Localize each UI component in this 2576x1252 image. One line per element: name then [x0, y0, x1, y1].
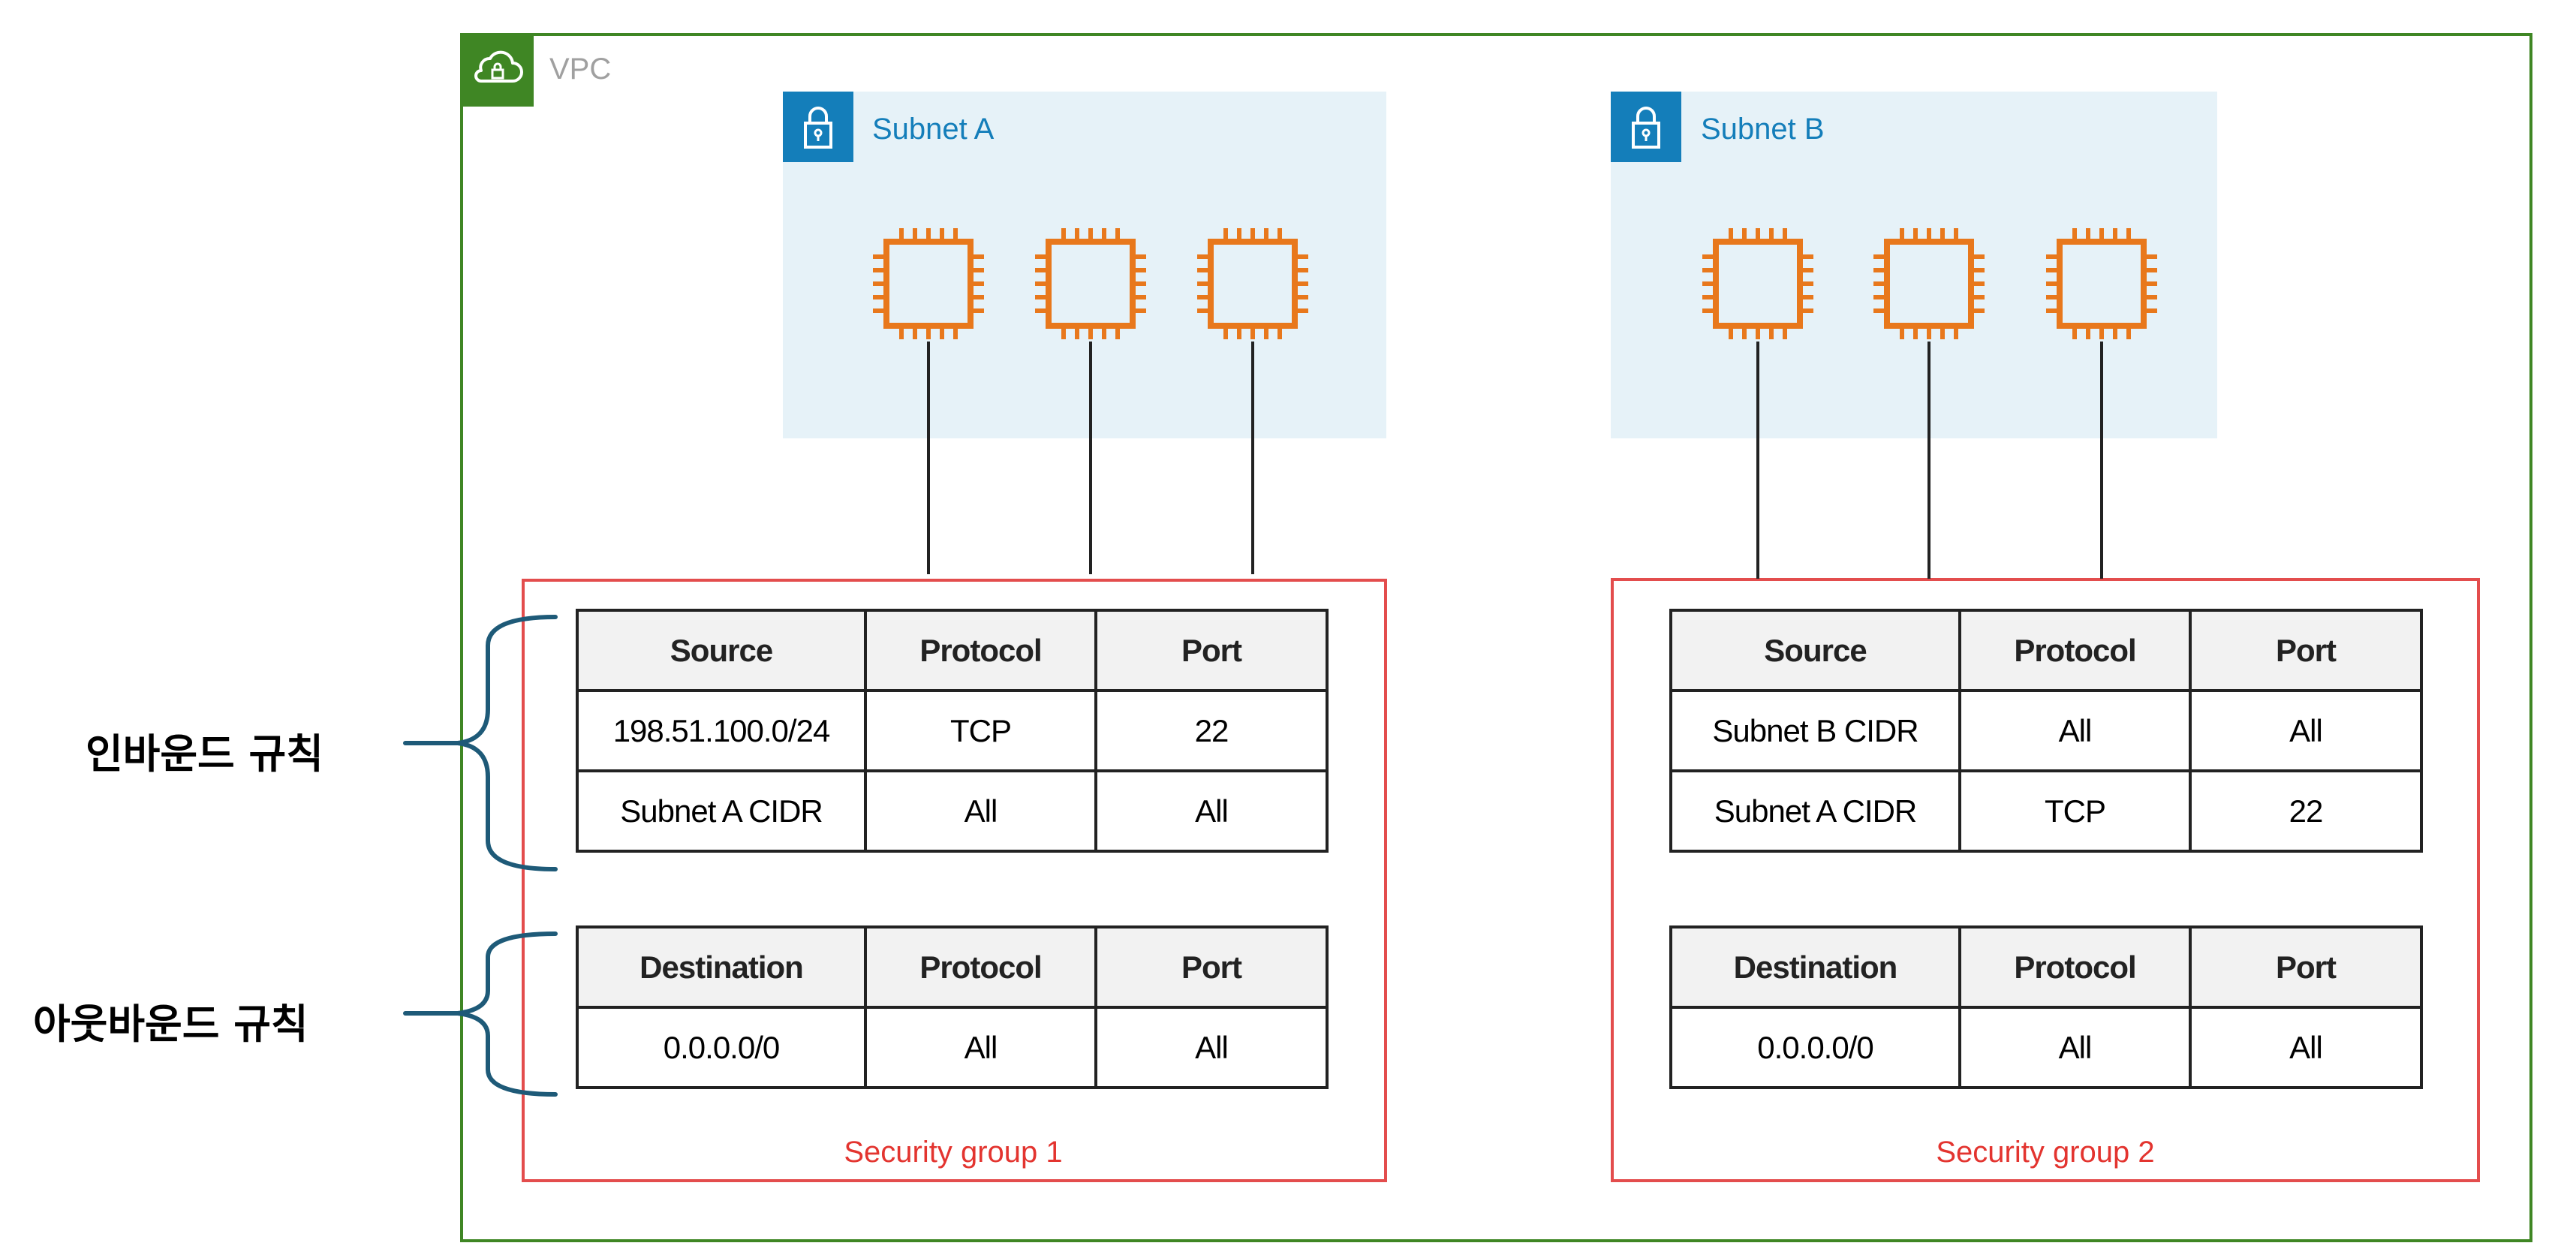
header-destination: Destination — [576, 925, 867, 1009]
security-group-2 — [1611, 578, 2480, 1182]
vpc-label: VPC — [549, 53, 612, 86]
header-protocol: Protocol — [1958, 925, 2192, 1009]
vpc-badge — [460, 33, 534, 107]
table-row: 0.0.0.0/0 All All — [1669, 1006, 2423, 1089]
cell-protocol: TCP — [864, 689, 1097, 772]
table-header-row: Destination Protocol Port — [576, 925, 1329, 1009]
cell-port: All — [2189, 1006, 2423, 1089]
cell-protocol: TCP — [1958, 769, 2192, 853]
ec2-instance-chip-icon — [1702, 228, 1813, 339]
subnet-b-badge — [1611, 92, 1681, 162]
ec2-instance-chip-icon — [873, 228, 984, 339]
header-source: Source — [1669, 609, 1961, 692]
security-group-1 — [522, 579, 1387, 1182]
header-protocol: Protocol — [864, 925, 1097, 1009]
subnet-b-area — [1611, 92, 2217, 438]
table-row: 198.51.100.0/24 TCP 22 — [576, 689, 1329, 772]
header-destination: Destination — [1669, 925, 1961, 1009]
cloud-lock-icon — [474, 50, 523, 83]
padlock-icon — [1632, 107, 1660, 149]
vpc-boundary — [460, 33, 2532, 1242]
table-header-row: Destination Protocol Port — [1669, 925, 2423, 1009]
cell-destination: 0.0.0.0/0 — [576, 1006, 867, 1089]
ec2-instance-chip-icon — [1873, 228, 1985, 339]
cell-destination: 0.0.0.0/0 — [1669, 1006, 1961, 1089]
header-source: Source — [576, 609, 867, 692]
header-protocol: Protocol — [1958, 609, 2192, 692]
padlock-icon — [804, 107, 832, 149]
header-port: Port — [2189, 609, 2423, 692]
security-group-1-label: Security group 1 — [844, 1136, 1063, 1169]
outbound-bracket — [457, 931, 558, 1097]
header-port: Port — [2189, 925, 2423, 1009]
table-row: Subnet B CIDR All All — [1669, 689, 2423, 772]
cell-source: Subnet B CIDR — [1669, 689, 1961, 772]
inbound-rules-label: 인바운드 규칙 — [86, 730, 324, 778]
cell-port: All — [1094, 769, 1329, 853]
cell-protocol: All — [1958, 1006, 2192, 1089]
subnet-a-badge — [783, 92, 853, 162]
table-row: Subnet A CIDR TCP 22 — [1669, 769, 2423, 853]
cell-source: Subnet A CIDR — [1669, 769, 1961, 853]
ec2-instance-chip-icon — [1197, 228, 1308, 339]
table-row: 0.0.0.0/0 All All — [576, 1006, 1329, 1089]
table-row: Subnet A CIDR All All — [576, 769, 1329, 853]
header-port: Port — [1094, 609, 1329, 692]
cell-port: All — [2189, 689, 2423, 772]
cell-source: Subnet A CIDR — [576, 769, 867, 853]
header-port: Port — [1094, 925, 1329, 1009]
outbound-rules-label: 아웃바운드 규칙 — [33, 1001, 308, 1048]
cell-source: 198.51.100.0/24 — [576, 689, 867, 772]
cell-protocol: All — [864, 1006, 1097, 1089]
ec2-instance-chip-icon — [1035, 228, 1146, 339]
sg2-inbound-rules-table: Source Protocol Port Subnet B CIDR All A… — [1669, 609, 2423, 853]
header-protocol: Protocol — [864, 609, 1097, 692]
subnet-b-label: Subnet B — [1701, 113, 1825, 146]
cell-port: All — [1094, 1006, 1329, 1089]
cell-protocol: All — [1958, 689, 2192, 772]
cell-port: 22 — [1094, 689, 1329, 772]
ec2-instance-chip-icon — [2046, 228, 2157, 339]
cell-protocol: All — [864, 769, 1097, 853]
sg2-outbound-rules-table: Destination Protocol Port 0.0.0.0/0 All … — [1669, 925, 2423, 1089]
table-header-row: Source Protocol Port — [576, 609, 1329, 692]
security-group-2-label: Security group 2 — [1936, 1136, 2155, 1169]
table-header-row: Source Protocol Port — [1669, 609, 2423, 692]
sg1-outbound-rules-table: Destination Protocol Port 0.0.0.0/0 All … — [576, 925, 1329, 1089]
inbound-bracket — [457, 615, 558, 871]
cell-port: 22 — [2189, 769, 2423, 853]
sg1-inbound-rules-table: Source Protocol Port 198.51.100.0/24 TCP… — [576, 609, 1329, 853]
subnet-a-label: Subnet A — [872, 113, 995, 146]
